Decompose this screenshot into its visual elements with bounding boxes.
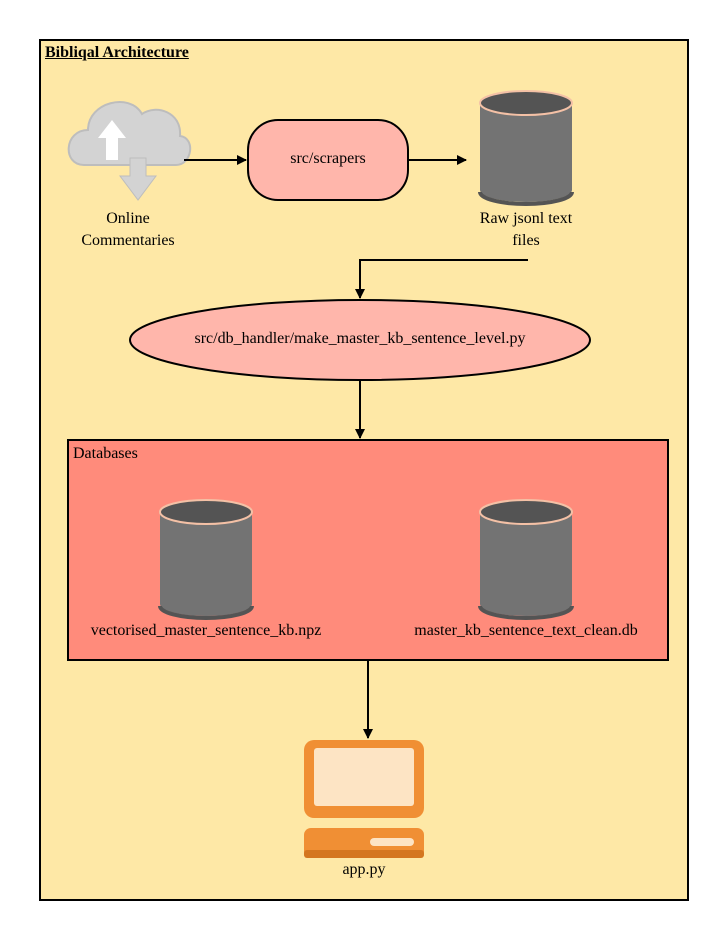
diagram-title: Bibliqal Architecture bbox=[45, 44, 189, 61]
computer-icon bbox=[304, 740, 424, 858]
edge-raw-to-master bbox=[355, 259, 528, 299]
cloud-download-icon bbox=[67, 101, 191, 201]
vectorised-db-cylinder-icon bbox=[158, 499, 254, 620]
online-label-line: Online Commentaries bbox=[81, 210, 175, 249]
scrapers-label: src/scrapers bbox=[290, 150, 366, 167]
clean-db-label: master_kb_sentence_text_clean.db bbox=[414, 622, 638, 639]
clean-db-cylinder-icon bbox=[478, 499, 574, 620]
raw-files-cylinder-icon bbox=[478, 90, 574, 206]
online-commentaries-label: Online Commentaries bbox=[58, 208, 198, 252]
master-kb-label: src/db_handler/make_master_kb_sentence_l… bbox=[194, 330, 526, 347]
databases-label: Databases bbox=[73, 445, 138, 462]
app-label: app.py bbox=[342, 861, 386, 878]
vectorised-db-label: vectorised_master_sentence_kb.npz bbox=[90, 622, 322, 639]
raw-label-line: Raw jsonl text files bbox=[479, 210, 573, 249]
raw-files-label: Raw jsonl text files bbox=[456, 208, 596, 252]
